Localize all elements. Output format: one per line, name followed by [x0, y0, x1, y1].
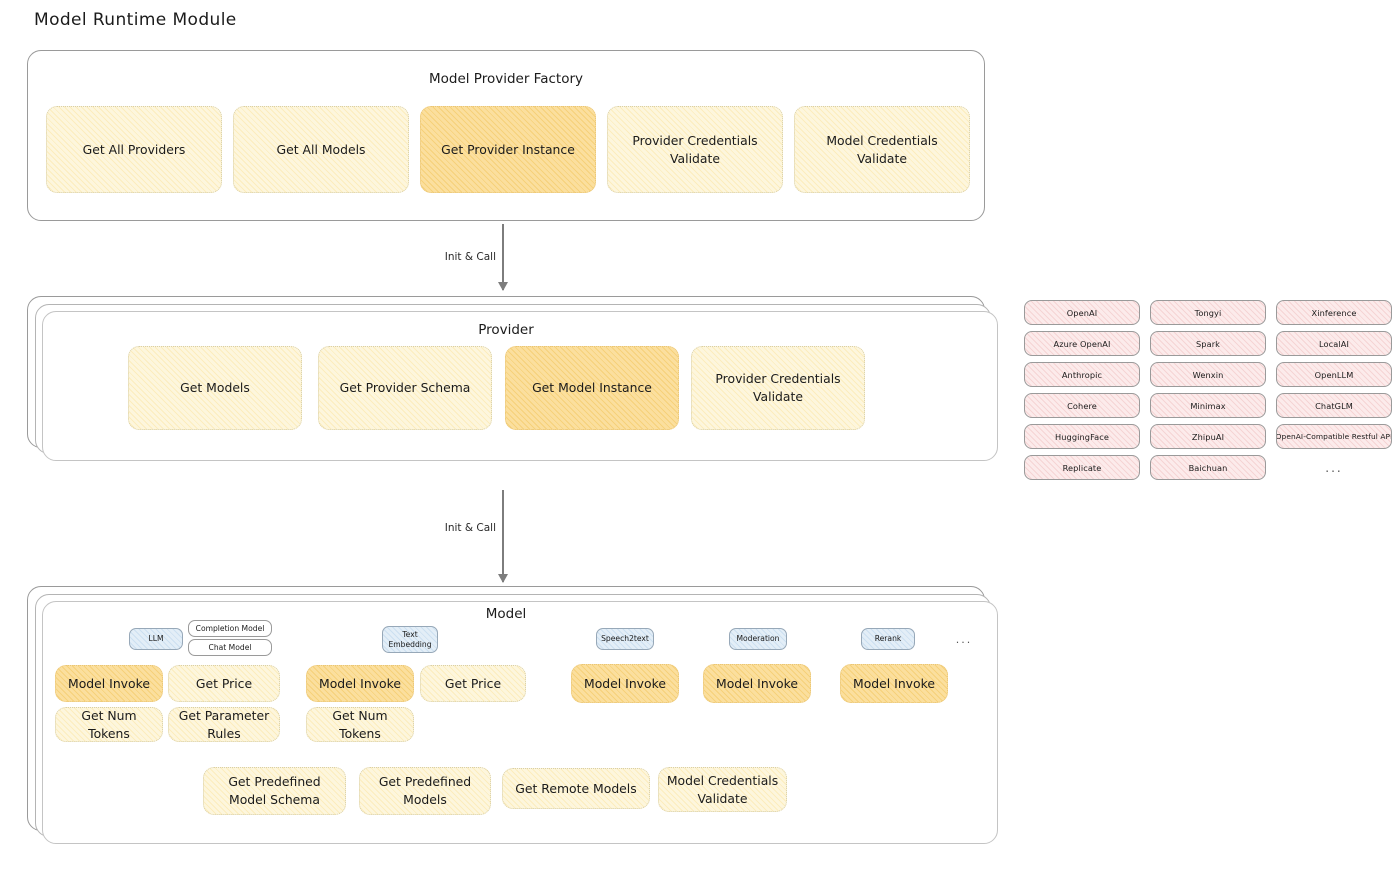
- model-badge-completion-model[interactable]: Completion Model: [188, 620, 272, 637]
- provider-method-get-models[interactable]: Get Models: [128, 346, 302, 430]
- model-title: Model: [485, 606, 527, 622]
- model-badge-moderation[interactable]: Moderation: [729, 628, 787, 650]
- provider-chip-openai-compatible-restful-api[interactable]: OpenAI-Compatible Restful API: [1276, 424, 1392, 449]
- provider-chip-replicate[interactable]: Replicate: [1024, 455, 1140, 480]
- model-method-llm-model-invoke[interactable]: Model Invoke: [55, 665, 163, 702]
- model-badge-speech2text[interactable]: Speech2text: [596, 628, 654, 650]
- model-method-llm-get-parameter-rules[interactable]: Get Parameter Rules: [168, 707, 280, 742]
- provider-method-get-provider-schema[interactable]: Get Provider Schema: [318, 346, 492, 430]
- provider-method-provider-credentials-validate[interactable]: Provider Credentials Validate: [691, 346, 865, 430]
- provider-chip-spark[interactable]: Spark: [1150, 331, 1266, 356]
- model-provider-factory-title: Model Provider Factory: [428, 71, 583, 87]
- model-method-get-remote-models[interactable]: Get Remote Models: [502, 768, 650, 809]
- provider-chip-azure-openai[interactable]: Azure OpenAI: [1024, 331, 1140, 356]
- model-badge-text-embedding[interactable]: Text Embedding: [382, 626, 438, 653]
- provider-title: Provider: [478, 322, 534, 338]
- factory-method-model-credentials-validate[interactable]: Model Credentials Validate: [794, 106, 970, 193]
- model-badge-llm[interactable]: LLM: [129, 628, 183, 650]
- factory-method-get-all-providers[interactable]: Get All Providers: [46, 106, 222, 193]
- connector-label-provider-to-model: Init & Call: [444, 522, 496, 534]
- model-card: Model LLM Completion Model Chat Model Te…: [27, 586, 998, 844]
- provider-chip-more: ...: [1325, 460, 1343, 475]
- model-method-get-predefined-models[interactable]: Get Predefined Models: [359, 767, 491, 815]
- provider-chip-cohere[interactable]: Cohere: [1024, 393, 1140, 418]
- model-provider-factory-card: Model Provider Factory Get All Providers…: [27, 50, 985, 221]
- model-method-embedding-get-price[interactable]: Get Price: [420, 665, 526, 702]
- connector-arrow-factory-to-provider: [502, 224, 504, 290]
- model-method-rerank-model-invoke[interactable]: Model Invoke: [840, 664, 948, 703]
- provider-chip-wenxin[interactable]: Wenxin: [1150, 362, 1266, 387]
- provider-chip-huggingface[interactable]: HuggingFace: [1024, 424, 1140, 449]
- provider-chip-baichuan[interactable]: Baichuan: [1150, 455, 1266, 480]
- connector-label-factory-to-provider: Init & Call: [444, 251, 496, 263]
- factory-method-provider-credentials-validate[interactable]: Provider Credentials Validate: [607, 106, 783, 193]
- factory-method-get-all-models[interactable]: Get All Models: [233, 106, 409, 193]
- model-badge-chat-model[interactable]: Chat Model: [188, 639, 272, 656]
- provider-chip-openllm[interactable]: OpenLLM: [1276, 362, 1392, 387]
- model-method-embedding-get-num-tokens[interactable]: Get Num Tokens: [306, 707, 414, 742]
- connector-arrow-provider-to-model: [502, 490, 504, 582]
- provider-chip-chatglm[interactable]: ChatGLM: [1276, 393, 1392, 418]
- page-title: Model Runtime Module: [34, 10, 237, 30]
- provider-card: Provider Get Models Get Provider Schema …: [27, 296, 998, 461]
- provider-method-get-model-instance[interactable]: Get Model Instance: [505, 346, 679, 430]
- provider-chip-tongyi[interactable]: Tongyi: [1150, 300, 1266, 325]
- model-method-get-predefined-model-schema[interactable]: Get Predefined Model Schema: [203, 767, 346, 815]
- provider-chip-xinference[interactable]: Xinference: [1276, 300, 1392, 325]
- model-method-speech2text-model-invoke[interactable]: Model Invoke: [571, 664, 679, 703]
- model-badge-more: ...: [955, 633, 973, 647]
- model-method-model-credentials-validate[interactable]: Model Credentials Validate: [658, 767, 787, 812]
- provider-chip-localai[interactable]: LocalAI: [1276, 331, 1392, 356]
- model-method-moderation-model-invoke[interactable]: Model Invoke: [703, 664, 811, 703]
- provider-chip-zhipuai[interactable]: ZhipuAI: [1150, 424, 1266, 449]
- provider-chip-anthropic[interactable]: Anthropic: [1024, 362, 1140, 387]
- model-method-llm-get-num-tokens[interactable]: Get Num Tokens: [55, 707, 163, 742]
- model-method-llm-get-price[interactable]: Get Price: [168, 665, 280, 702]
- provider-chip-minimax[interactable]: Minimax: [1150, 393, 1266, 418]
- model-method-embedding-model-invoke[interactable]: Model Invoke: [306, 665, 414, 702]
- model-badge-rerank[interactable]: Rerank: [861, 628, 915, 650]
- factory-method-get-provider-instance[interactable]: Get Provider Instance: [420, 106, 596, 193]
- provider-chip-openai[interactable]: OpenAI: [1024, 300, 1140, 325]
